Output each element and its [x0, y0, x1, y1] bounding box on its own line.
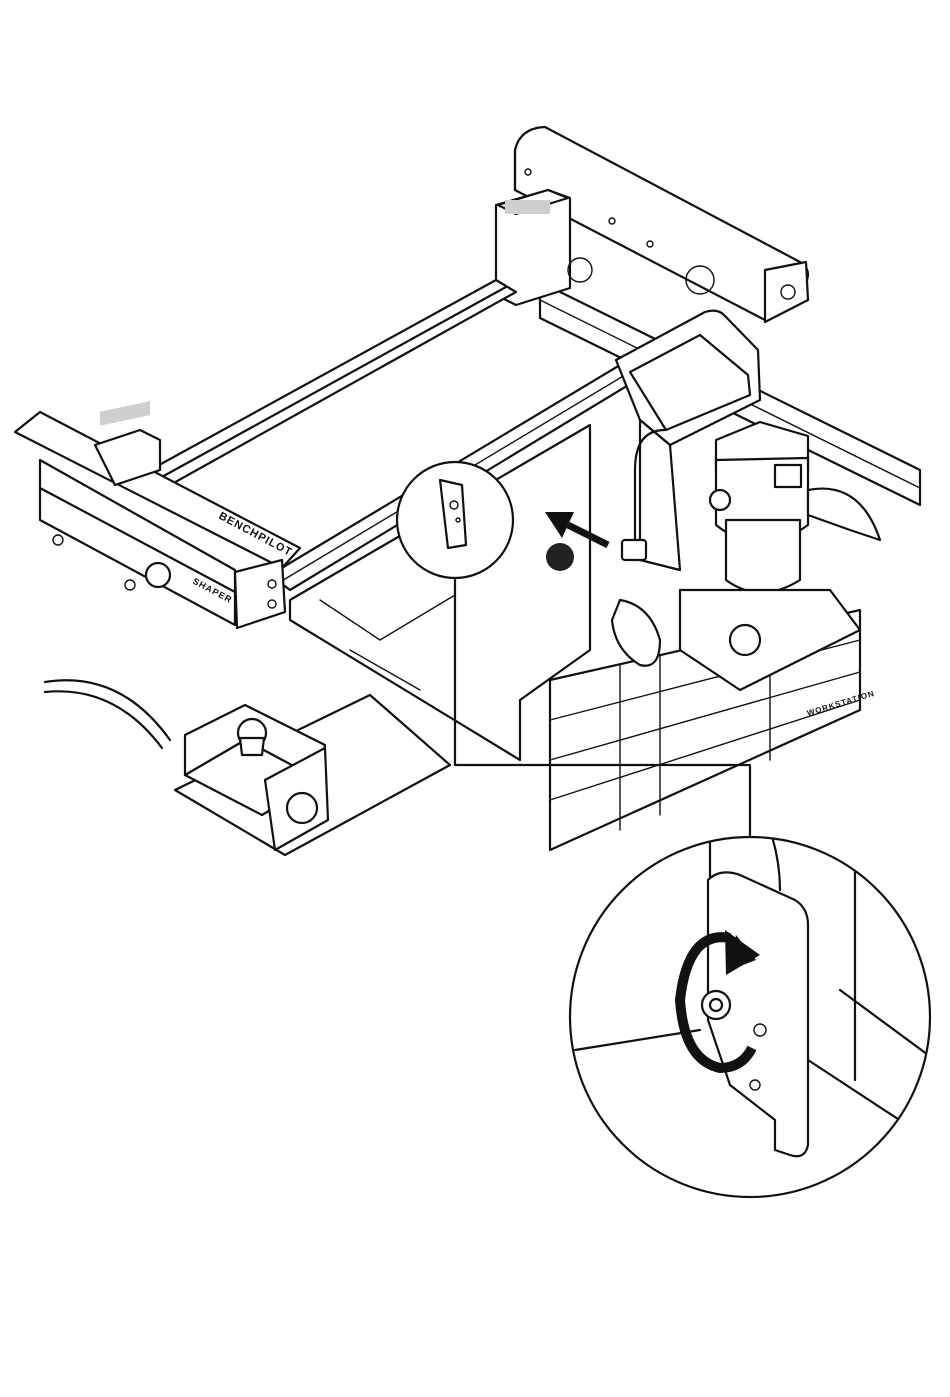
- detail-callout-small: [397, 462, 513, 578]
- router-assembly: [612, 311, 880, 690]
- left-side-rail: [150, 280, 516, 485]
- step-dot-icon: [546, 543, 574, 571]
- emergency-stop-pedal: [45, 680, 450, 855]
- detail-callout-large: [570, 830, 935, 1197]
